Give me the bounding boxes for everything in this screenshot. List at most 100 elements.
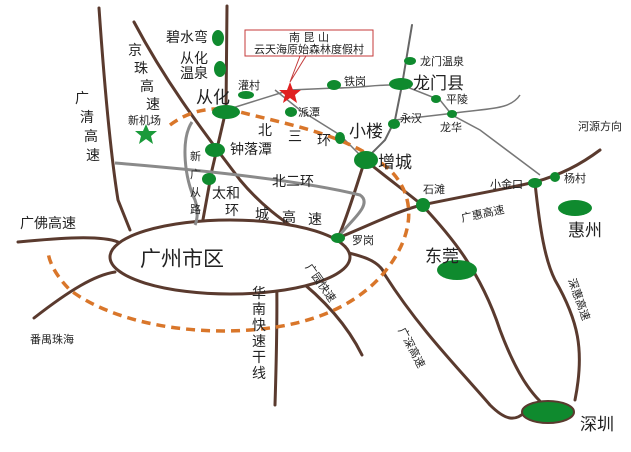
- road-conghua-north: [200, 4, 229, 227]
- label-xiaojinkou: 小金口: [490, 177, 523, 191]
- road-guangfo: [16, 236, 120, 244]
- label-pingling: 平陵: [446, 93, 468, 106]
- town-bishuiwan: [212, 30, 224, 46]
- town-xiaojinkou: [528, 178, 542, 188]
- label-bishuiwan: 碧水弯: [166, 29, 208, 46]
- label-huanan: 华 南 快 速 干 线: [252, 286, 266, 382]
- road-char: 速: [146, 97, 160, 113]
- road-char: 珠: [134, 61, 148, 77]
- road-char: 南: [252, 302, 266, 318]
- label-conghua: 从化: [196, 88, 230, 108]
- guangzhou-ellipse: [108, 218, 352, 296]
- label-beisanhuan: 北 三 环: [258, 123, 331, 149]
- callout-pointer: [289, 55, 307, 83]
- label-huancheng: 环 城 高 速: [225, 203, 322, 228]
- road-char: 干: [252, 350, 266, 366]
- road-char: 高: [282, 209, 296, 226]
- towns: [202, 30, 592, 424]
- label-conghua-wenquan-2: 温泉: [180, 65, 208, 82]
- road-beierhuan: [114, 161, 366, 239]
- label-conghua-wenquan: 从化: [180, 51, 208, 67]
- town-conghua-wenquan: [214, 61, 226, 77]
- road-char: 京: [128, 43, 142, 59]
- road-char: 华: [252, 286, 266, 302]
- road-char: 路: [190, 203, 201, 216]
- road-guangqing: [97, 6, 132, 232]
- label-jingzhu: 京 珠 高 速: [128, 43, 160, 113]
- road-char: 环: [225, 203, 239, 219]
- resort-callout: [244, 29, 374, 57]
- road-char: 三: [288, 129, 302, 145]
- road-airport: [183, 121, 199, 226]
- label-shenhui: 深惠高速: [565, 276, 593, 322]
- resort-name: 南 昆 山: [289, 31, 329, 44]
- town-paitan: [285, 107, 297, 117]
- town-longmen: [389, 78, 413, 90]
- road-dongguan-shenzhen: [420, 203, 552, 412]
- label-guangshen: 广深高速: [395, 325, 428, 370]
- road-paitan-zengcheng: [274, 89, 366, 161]
- label-yonghan: 永汉: [400, 111, 422, 125]
- town-dongguan: [437, 260, 477, 280]
- label-taihe: 太和: [212, 186, 240, 202]
- road-shenhui: [533, 181, 581, 402]
- town-tiegang: [327, 80, 341, 90]
- road-char: 广: [75, 91, 89, 107]
- road-char: 从: [190, 186, 201, 199]
- road-char: 环: [317, 133, 331, 149]
- road-char: 高: [140, 78, 154, 95]
- road-char: 广: [190, 168, 201, 181]
- road-jingzhu: [132, 20, 302, 234]
- label-dongguan: 东莞: [425, 247, 459, 267]
- road-char: 高: [84, 128, 98, 145]
- town-yonghan: [388, 119, 400, 129]
- label-yangcun: 杨村: [564, 171, 586, 185]
- label-longmen-wenquan: 龙门温泉: [420, 54, 464, 68]
- label-xiaolou: 小楼: [349, 122, 383, 142]
- label-guanghui: 广惠高速: [460, 202, 506, 225]
- town-zengcheng: [354, 151, 378, 169]
- label-beierhuan: 北二环: [272, 174, 314, 190]
- label-tiegang: 铁岗: [344, 75, 366, 88]
- road-char: 快: [252, 318, 266, 334]
- road-char: 线: [252, 366, 266, 382]
- label-panyu-zhuhai: 番禺珠海: [30, 332, 74, 346]
- resort-star-icon: [279, 82, 301, 103]
- town-shenzhen: [521, 400, 575, 424]
- road-char: 速: [308, 212, 322, 228]
- label-shenzhen: 深圳: [580, 415, 614, 435]
- town-conghua: [212, 105, 240, 119]
- town-taihe: [202, 173, 216, 185]
- label-guancun: 灌村: [238, 78, 260, 92]
- road-char: 北: [258, 123, 272, 139]
- road-char: 速: [252, 334, 266, 350]
- town-yangcun: [550, 172, 560, 182]
- road-char: 城: [255, 207, 269, 223]
- label-guangzhou: 广州市区: [140, 247, 224, 271]
- town-huizhou: [558, 200, 592, 216]
- road-panyu: [32, 270, 117, 320]
- label-guangqing: 广 清 高 速: [75, 91, 100, 164]
- label-paitan: 派潭: [298, 106, 320, 119]
- label-luogang: 罗岗: [352, 234, 374, 247]
- town-zhongluotan: [205, 143, 225, 157]
- town-shitan: [416, 198, 430, 212]
- label-zengcheng: 增城: [378, 153, 412, 173]
- town-longhua: [447, 110, 457, 118]
- road-char: 速: [86, 148, 100, 164]
- label-new-airport: 新机场: [128, 113, 161, 127]
- road-char: 清: [80, 110, 94, 126]
- label-xinguangcong: 新 广 从 路: [190, 149, 201, 216]
- road-guangshen: [333, 248, 527, 420]
- town-longmen-wenquan: [404, 57, 416, 65]
- road-char: 新: [190, 149, 201, 163]
- town-luogang: [331, 233, 345, 243]
- town-guancun: [238, 91, 254, 99]
- label-zhongluotan: 钟落潭: [230, 141, 272, 158]
- town-pingling: [431, 95, 441, 103]
- road-guanghui: [336, 148, 602, 240]
- airport-star-icon: [135, 124, 157, 144]
- resort-subtitle: 云天海原始森林度假村: [254, 42, 364, 56]
- label-heyuan-direction: 河源方向: [578, 119, 622, 133]
